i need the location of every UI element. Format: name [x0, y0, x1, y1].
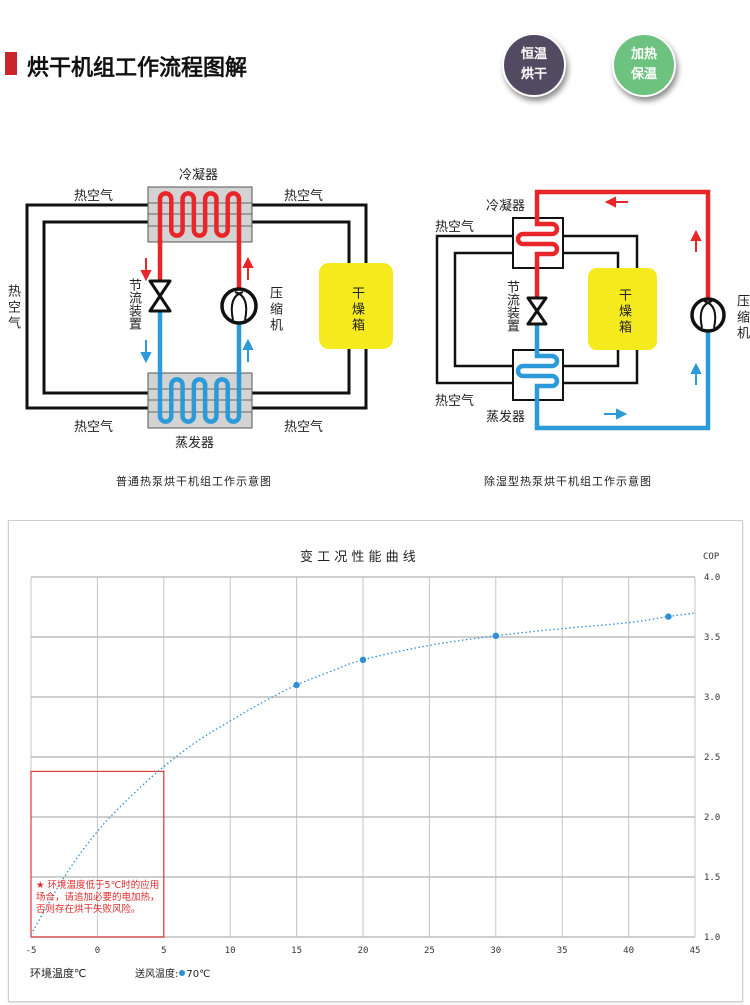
diagram1-caption: 普通热泵烘干机组工作示意图: [116, 475, 272, 488]
warning-region-box: [30, 770, 165, 938]
diagrams-svg: [25, 186, 726, 431]
x-tick-label: -5: [26, 946, 37, 956]
y-tick-label: 2.5: [704, 753, 720, 763]
page-title: 烘干机组工作流程图解: [27, 56, 248, 81]
title-accent-square: [5, 52, 17, 75]
x-tick-label: 5: [161, 946, 166, 956]
data-point: [293, 681, 300, 689]
chart-title: 变 工 况 性 能 曲 线: [300, 550, 416, 565]
diagram1-condenser-coil: [157, 191, 242, 242]
y-axis-label: COP: [703, 552, 720, 562]
data-point: [665, 613, 672, 620]
chart-frame: [8, 520, 743, 1002]
legend-label: 送风温度:: [135, 969, 179, 980]
diagram2-condenser-label: 冷凝器: [486, 199, 526, 214]
x-tick-label: 20: [358, 946, 369, 956]
diagram1-compressor-icon: [220, 287, 258, 325]
diagram2-hot-air-label: 热空气: [435, 394, 475, 409]
diagram2-caption: 除湿型热泵烘干机组工作示意图: [484, 475, 652, 488]
y-tick-label: 4.0: [704, 573, 720, 583]
x-tick-label: 15: [291, 946, 302, 956]
diagram2-flow-arrows: [604, 196, 702, 420]
diagram2-throttle-valve-icon: [526, 296, 548, 326]
data-point: [492, 632, 499, 639]
diagram2-compressor-icon: [690, 297, 726, 333]
diagram2-hot-pipe: [534, 189, 711, 300]
y-tick-label: 3.0: [704, 693, 720, 703]
diagram2-compressor-label: 压缩机: [734, 294, 749, 342]
badge-constant-temp-drying: 恒温烘干: [502, 33, 566, 97]
diagram2-condenser-coil: [515, 218, 560, 270]
y-tick-label: 2.0: [704, 813, 720, 823]
diagram1-flow-arrows: [140, 256, 254, 364]
diagram2-throttle-label: 节流装置: [504, 280, 519, 332]
x-tick-label: 35: [557, 946, 568, 956]
warning-note: ★ 环境温度低于5℃时的应用场合，请追加必要的电加热，否则存在烘干失败风险。: [36, 880, 160, 915]
diagram1-hot-air-label: 热空气: [74, 189, 114, 204]
legend: 送风温度: 70℃: [135, 965, 210, 980]
diagram1-hot-air-label: 热空气: [5, 284, 20, 332]
x-tick-label: 25: [424, 946, 435, 956]
diagram1-evaporator: [147, 372, 253, 429]
badge-heating-insulation: 加热保温: [612, 33, 676, 97]
diagram2-evaporator-coil: [515, 348, 560, 402]
x-tick-label: 40: [623, 946, 634, 956]
x-axis-label: 环境温度℃: [30, 967, 87, 980]
diagram1-dryer-box: [319, 263, 393, 349]
diagram1-throttle-label: 节流装置: [126, 278, 141, 330]
diagram1-hot-air-label: 热空气: [284, 420, 324, 435]
legend-marker-icon: [179, 970, 186, 976]
x-tick-label: 0: [95, 946, 100, 956]
x-tick-label: 10: [225, 946, 236, 956]
y-tick-label: 1.5: [704, 873, 720, 883]
diagram2-dryer-label: 干燥箱: [616, 288, 631, 336]
diagram1-compressor-label: 压缩机: [267, 286, 282, 334]
x-tick-label: 30: [490, 946, 501, 956]
legend-value: 70℃: [186, 969, 211, 980]
diagram1-evaporator-label: 蒸发器: [175, 436, 215, 451]
diagram1-hot-air-label: 热空气: [74, 420, 114, 435]
diagram1-hot-air-label: 热空气: [284, 189, 324, 204]
diagram1-evaporator-coil: [157, 373, 242, 424]
diagram1-dryer-label: 干燥箱: [349, 286, 364, 334]
diagram2-hot-air-label: 热空气: [435, 220, 475, 235]
data-point: [359, 656, 367, 663]
diagram1-condenser-label: 冷凝器: [179, 168, 219, 183]
y-tick-label: 3.5: [704, 633, 720, 643]
diagram2-dryer-box: [588, 268, 657, 350]
diagram1-throttle-valve-icon: [148, 279, 172, 313]
diagram2-cold-pipe: [534, 322, 711, 431]
diagram1-condenser: [147, 186, 253, 243]
y-tick-label: 1.0: [704, 933, 720, 943]
diagram2-evaporator-label: 蒸发器: [486, 410, 526, 425]
x-tick-label: 45: [690, 946, 701, 956]
trend-line: [30, 612, 696, 935]
